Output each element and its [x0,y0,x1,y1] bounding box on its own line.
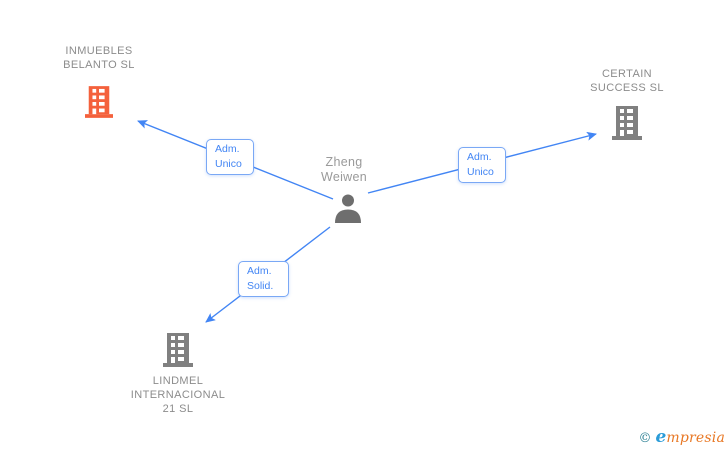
brand-name: mpresia [666,430,725,446]
building-icon [163,332,193,368]
company-name: INMUEBLES BELANTO SL [63,45,135,71]
edge-role-label-adm-unico-left: Adm. Unico [206,139,254,175]
building-icon [612,106,642,140]
person-icon [333,193,363,223]
brand-initial: e [655,427,667,447]
company-name: LINDMEL INTERNACIONAL 21 SL [130,375,226,415]
person-node-zheng-weiwen[interactable]: Zheng Weiwen [284,155,404,223]
edge-role-label-adm-solid: Adm. Solid. [238,261,289,297]
company-node-inmuebles-belanto[interactable]: INMUEBLES BELANTO SL [19,44,179,118]
company-node-lindmel-internacional[interactable]: LINDMEL INTERNACIONAL 21 SL [98,332,258,416]
company-node-certain-success[interactable]: CERTAIN SUCCESS SL [547,67,707,140]
edge-role-label-adm-unico-right: Adm. Unico [458,147,506,183]
building-icon [85,86,113,118]
copyright-icon: © [638,431,652,446]
person-name: Zheng Weiwen [320,155,368,184]
empresia-watermark: ©empresia [639,427,725,447]
company-name: CERTAIN SUCCESS SL [590,68,664,94]
